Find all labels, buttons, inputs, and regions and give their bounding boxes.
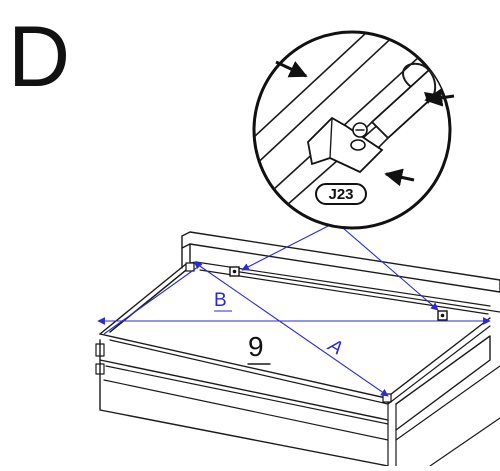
step-label: D (8, 9, 70, 105)
diagonal-b-line (103, 263, 203, 335)
pointer-to-left-bracket (241, 221, 337, 271)
diagonal-a-label: A (324, 335, 346, 360)
count-label: 9 (248, 331, 264, 362)
drawer-illustration (95, 231, 500, 467)
screwdriver-pointer-arrow (424, 88, 455, 107)
rail-pointer-arrow (275, 60, 308, 78)
bracket-back-corner (185, 262, 195, 272)
detail-callout: J23 (252, 30, 455, 230)
measurement-lines (97, 221, 491, 397)
drawer-front-panel (99, 339, 389, 467)
back-panel (181, 231, 500, 293)
bracket-pointer-arrow (384, 168, 415, 187)
drawer-left-side (99, 261, 197, 335)
diagonal-a-line (193, 261, 389, 397)
pointer-to-right-bracket (335, 221, 439, 311)
part-code-label: J23 (328, 186, 353, 203)
bracket-detail (307, 116, 384, 174)
diagonal-b-label: B (214, 290, 227, 311)
part-code-badge (315, 183, 367, 205)
drawer-front-top (99, 317, 491, 399)
